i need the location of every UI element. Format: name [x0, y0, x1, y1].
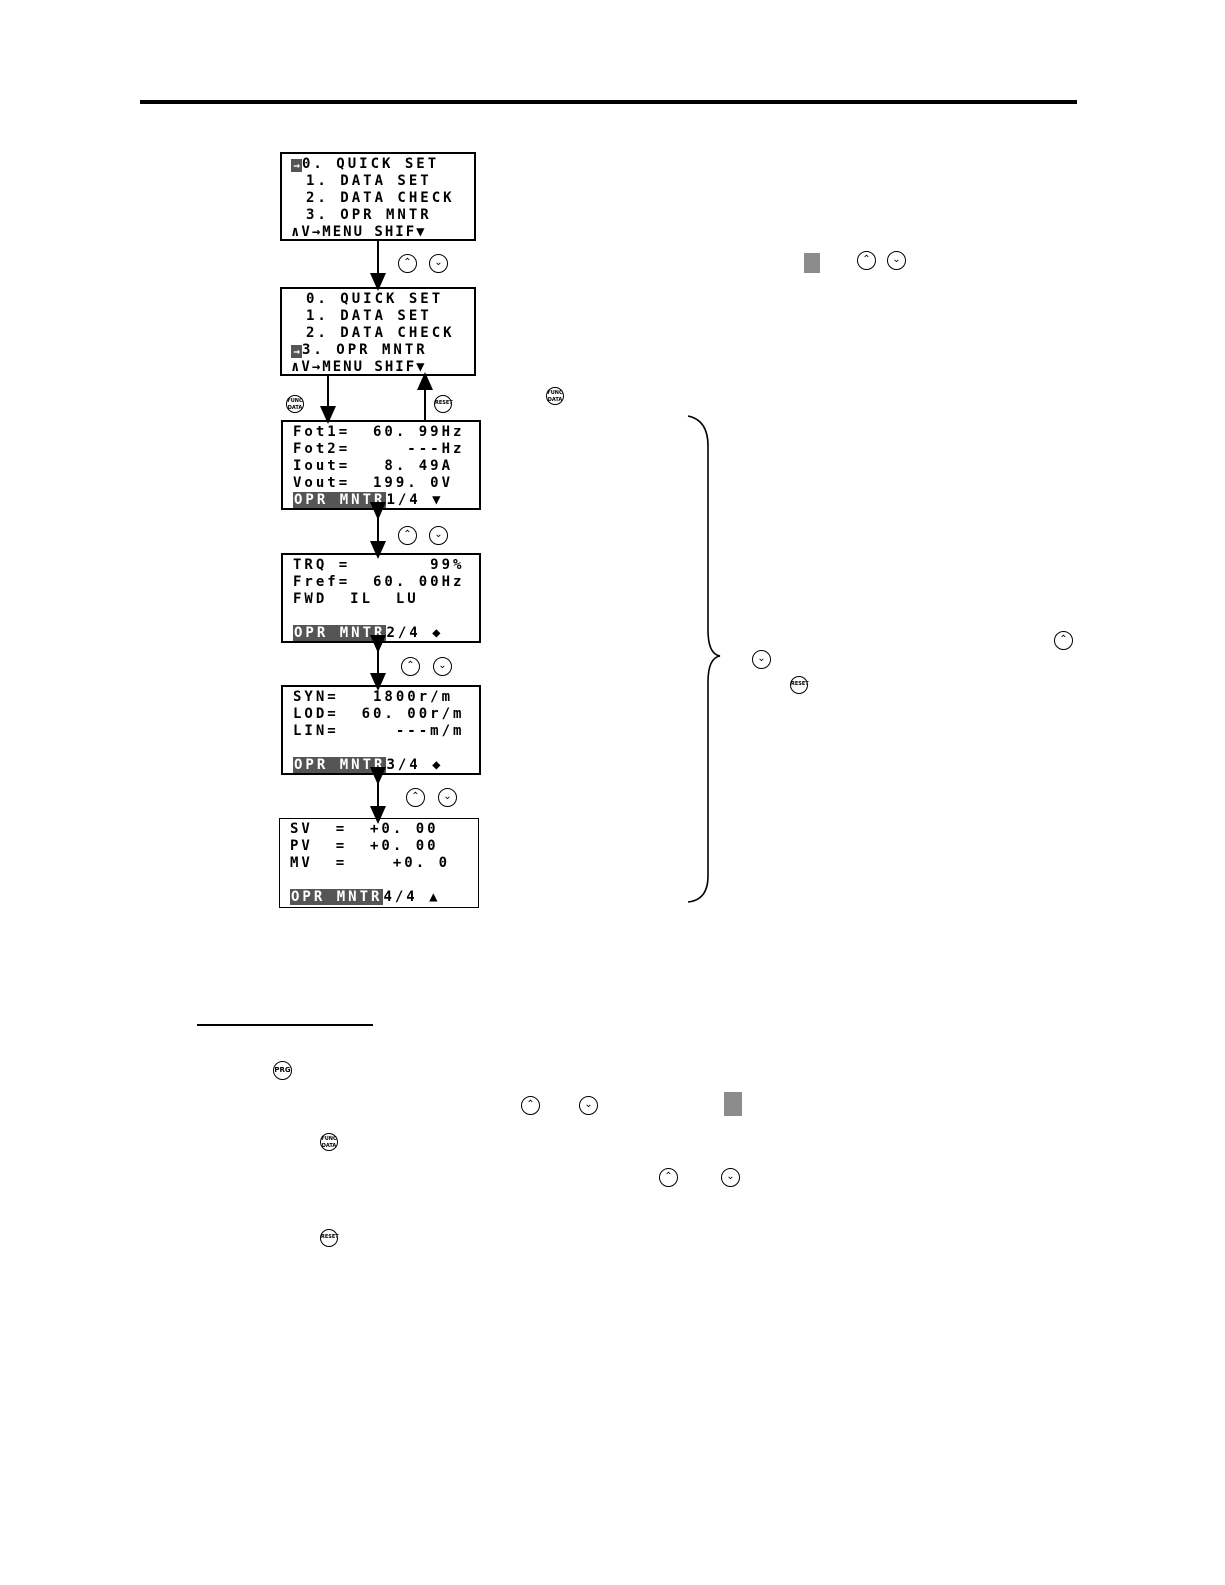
monitor-line: SYN= 1800r/m: [293, 689, 454, 705]
reset-key-icon: RESET: [790, 676, 809, 694]
page-indicator: 2/4: [386, 625, 421, 641]
lcd-monitor-page-1: Fot1= 60. 99Hz Fot2= ---Hz Iout= 8. 49A …: [281, 420, 481, 510]
menu-footer: ∧V→MENU SHIF▼: [291, 224, 427, 240]
monitor-line: FWD IL LU: [293, 591, 419, 607]
up-key-icon: ⌃: [398, 254, 417, 273]
down-key-icon: ⌄: [887, 251, 906, 270]
menu-line-0: 0. QUICK SET: [306, 291, 444, 307]
scroll-mark: ◆: [432, 625, 444, 641]
menu-line-3: →3. OPR MNTR: [291, 342, 428, 359]
monitor-footer: OPR MNTR1/4 ▼: [293, 492, 444, 509]
down-key-icon: ⌄: [438, 788, 457, 807]
scroll-mark: ◆: [432, 757, 444, 773]
up-key-icon: ⌃: [1054, 631, 1073, 650]
func-data-key-icon: FUNC DATA: [320, 1133, 338, 1151]
monitor-line: PV = +0. 00: [290, 838, 439, 854]
gray-cursor-marker-icon: [804, 253, 820, 273]
cursor-arrow-icon: →: [291, 345, 302, 358]
menu-line-2: 2. DATA CHECK: [306, 190, 455, 206]
menu-line-1: 1. DATA SET: [306, 308, 432, 324]
brace-bracket: [687, 415, 721, 903]
up-key-icon: ⌃: [659, 1168, 678, 1187]
up-key-icon: ⌃: [401, 657, 420, 676]
down-key-icon: ⌄: [433, 657, 452, 676]
up-key-icon: ⌃: [406, 788, 425, 807]
monitor-line: SV = +0. 00: [290, 821, 439, 837]
scroll-mark: ▲: [429, 889, 441, 905]
monitor-line: MV = +0. 0: [290, 855, 451, 871]
down-key-icon: ⌄: [721, 1168, 740, 1187]
menu-line-1: 1. DATA SET: [306, 173, 432, 189]
monitor-line: Fot2= ---Hz: [293, 441, 465, 457]
monitor-tag: OPR MNTR: [293, 492, 387, 508]
up-key-icon: ⌃: [857, 251, 876, 270]
prg-key-icon: PRG: [273, 1061, 292, 1080]
menu-line-2: 2. DATA CHECK: [306, 325, 455, 341]
down-key-icon: ⌄: [752, 650, 771, 669]
monitor-line: TRQ = 99%: [293, 557, 465, 573]
section-heading-underline: [197, 1024, 373, 1026]
menu-footer: ∧V→MENU SHIF▼: [291, 359, 427, 375]
menu-line-0: →0. QUICK SET: [291, 156, 439, 173]
reset-key-icon: RESET: [434, 395, 453, 413]
up-key-icon: ⌃: [521, 1096, 540, 1115]
page-indicator: 3/4: [386, 757, 421, 773]
monitor-line: Fot1= 60. 99Hz: [293, 424, 465, 440]
scroll-mark: ▼: [432, 492, 444, 508]
menu-line-3: 3. OPR MNTR: [306, 207, 432, 223]
monitor-line: Vout= 199. 0V: [293, 475, 454, 491]
monitor-line: LOD= 60. 00r/m: [293, 706, 465, 722]
monitor-tag: OPR MNTR: [290, 889, 384, 905]
gray-cursor-marker-icon: [724, 1092, 742, 1116]
down-key-icon: ⌄: [579, 1096, 598, 1115]
monitor-footer: OPR MNTR4/4 ▲: [290, 889, 441, 906]
monitor-line: Iout= 8. 49A: [293, 458, 454, 474]
down-key-icon: ⌄: [429, 526, 448, 545]
up-key-icon: ⌃: [398, 526, 417, 545]
page-indicator: 4/4: [383, 889, 418, 905]
monitor-line: LIN= ---m/m: [293, 723, 465, 739]
page-indicator: 1/4: [386, 492, 421, 508]
header-rule: [140, 100, 1077, 104]
reset-key-icon: RESET: [320, 1229, 339, 1247]
down-key-icon: ⌄: [429, 254, 448, 273]
lcd-menu-screen-2: 0. QUICK SET 1. DATA SET 2. DATA CHECK →…: [280, 287, 476, 376]
func-data-key-icon: FUNC DATA: [286, 395, 304, 413]
func-data-key-icon: FUNC DATA: [546, 387, 564, 405]
monitor-line: Fref= 60. 00Hz: [293, 574, 465, 590]
cursor-arrow-icon: →: [291, 159, 302, 172]
lcd-menu-screen-1: →0. QUICK SET 1. DATA SET 2. DATA CHECK …: [280, 152, 476, 241]
